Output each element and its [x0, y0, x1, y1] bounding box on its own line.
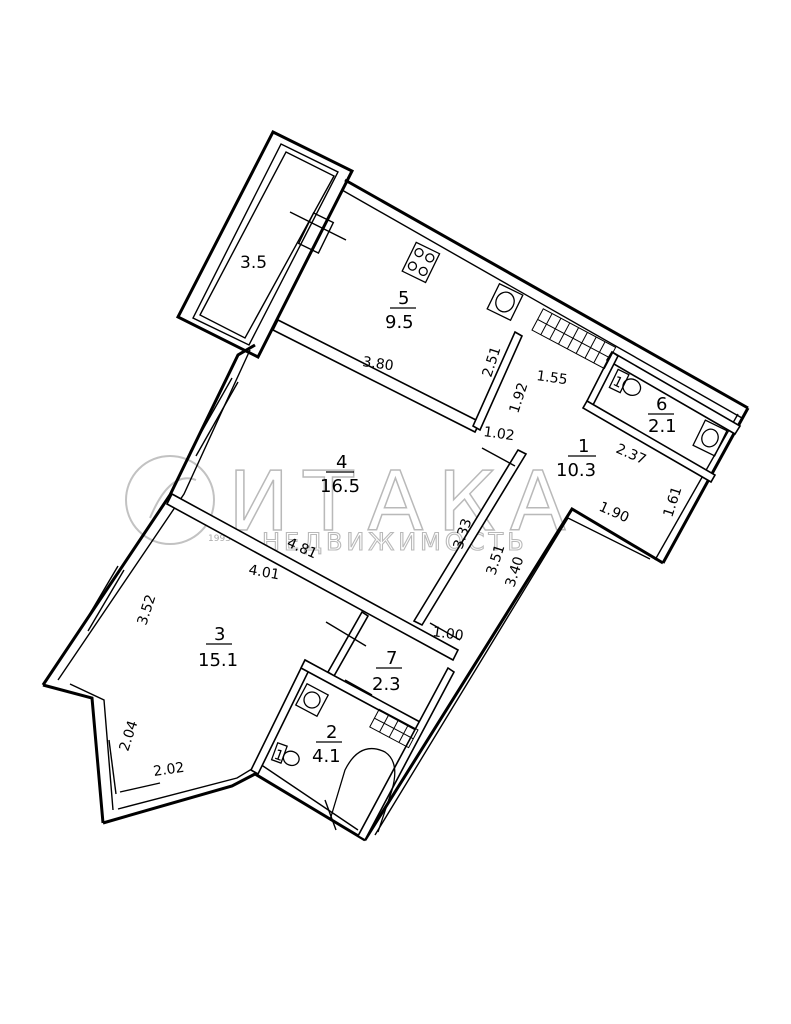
dim-3-80: 3.80	[361, 354, 394, 374]
room-2-number: 2	[326, 722, 337, 743]
dim-1-02: 1.02	[482, 424, 515, 444]
bathtub-icon	[329, 747, 396, 833]
room-6-number: 6	[656, 394, 667, 415]
room-2: 2 4.1	[312, 722, 342, 767]
balcony-area-label: 3.5	[240, 253, 267, 273]
ventilation-grid-icon	[531, 308, 617, 370]
dim-2-02: 2.02	[152, 760, 185, 780]
room-4-number: 4	[336, 452, 347, 473]
dim-1-55: 1.55	[535, 368, 568, 388]
room-5: 5 9.5	[385, 288, 416, 333]
watermark-year: 1993	[208, 534, 231, 544]
room-labels: 5 9.5 4 16.5 1 10.3 6 2.1 3 15.1	[198, 288, 677, 767]
room-1-number: 1	[578, 436, 589, 457]
sink-icon	[486, 282, 524, 322]
room-3-area: 15.1	[198, 650, 238, 671]
room-3-number: 3	[214, 624, 225, 645]
room-6: 6 2.1	[648, 394, 677, 437]
dim-1-92: 1.92	[507, 381, 532, 416]
room-4: 4 16.5	[320, 452, 360, 497]
room-7-area: 2.3	[372, 674, 401, 695]
outer-walls	[41, 178, 750, 842]
dim-1-00: 1.00	[431, 624, 464, 644]
watermark-logo-circle	[125, 455, 215, 545]
room-1-area: 10.3	[556, 460, 596, 481]
room-2-area: 4.1	[312, 746, 341, 767]
room-1: 1 10.3	[556, 436, 596, 481]
fixtures: 1 1	[270, 241, 728, 833]
room-5-number: 5	[398, 288, 409, 309]
sink-icon	[692, 419, 728, 457]
dim-4-01: 4.01	[247, 562, 280, 583]
interior-walls	[165, 318, 742, 842]
room-4-area: 16.5	[320, 476, 360, 497]
dim-3-52: 3.52	[135, 593, 160, 628]
toilet-icon: 1	[270, 741, 300, 767]
room-7: 7 2.3	[372, 648, 402, 695]
room-7-number: 7	[386, 648, 397, 669]
stove-icon	[401, 241, 441, 284]
room-6-area: 2.1	[648, 416, 677, 437]
dim-1-90: 1.90	[596, 499, 631, 526]
dim-2-37: 2.37	[613, 441, 648, 468]
sink-icon	[294, 682, 330, 718]
room-5-area: 9.5	[385, 312, 414, 333]
room-3: 3 15.1	[198, 624, 238, 671]
watermark-subtitle: НЕДВИЖИМОСТЬ	[262, 528, 528, 556]
ventilation-grid-icon	[369, 708, 419, 749]
balcony: 3.5	[175, 130, 355, 360]
dim-2-04: 2.04	[117, 719, 142, 754]
